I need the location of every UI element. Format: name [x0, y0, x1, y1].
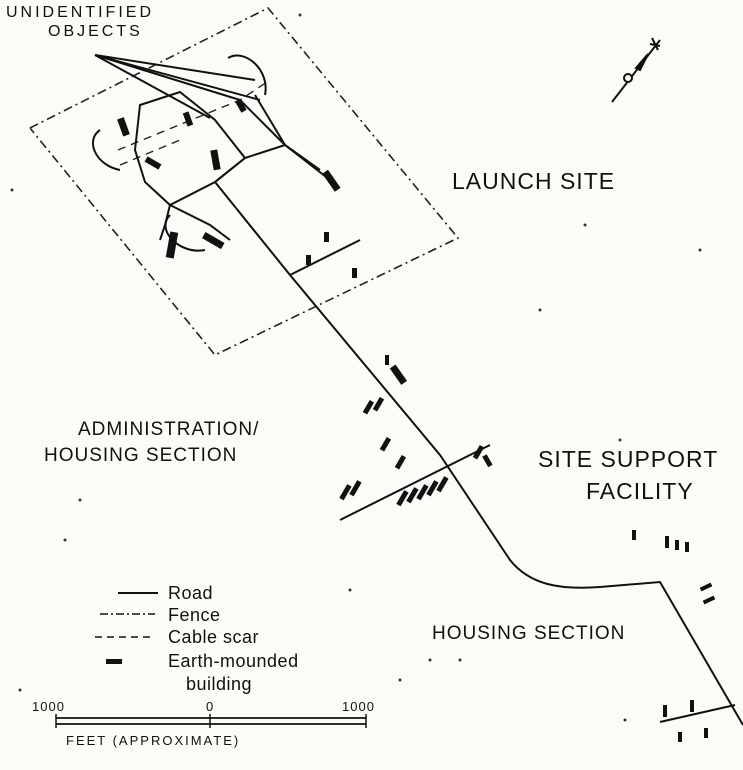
legend-building-label-line2: building	[186, 674, 253, 694]
scale-unit-label: FEET (APPROXIMATE)	[66, 733, 241, 748]
admin-housing-label-line2: HOUSING SECTION	[44, 445, 238, 466]
legend-road-label: Road	[168, 583, 214, 603]
scale-center-label: 0	[206, 699, 215, 714]
map-speckles	[10, 13, 702, 722]
launch-site-label: LAUNCH SITE	[452, 168, 616, 194]
scale-right-label: 1000	[342, 699, 375, 714]
site-support-label-line1: SITE SUPPORT	[538, 446, 719, 472]
housing-section-label: HOUSING SECTION	[432, 623, 626, 644]
roads	[91, 54, 743, 726]
unidentified-objects-label-line2: OBJECTS	[48, 23, 143, 40]
legend-building-label-line1: Earth-mounded	[168, 651, 299, 671]
north-arrow-icon	[611, 37, 661, 103]
admin-housing-label-line1: ADMINISTRATION/	[78, 419, 260, 440]
site-support-label-line2: FACILITY	[586, 478, 694, 504]
unidentified-objects-label-line1: UNIDENTIFIED	[6, 4, 154, 21]
legend-cable-label: Cable scar	[168, 627, 260, 647]
earth-mounded-buildings	[117, 99, 716, 742]
scale-left-label: 1000	[32, 699, 65, 714]
scale-bar	[55, 714, 367, 728]
legend-symbols	[95, 592, 158, 664]
legend-fence-label: Fence	[168, 605, 221, 625]
launch-site-fence	[29, 6, 460, 356]
